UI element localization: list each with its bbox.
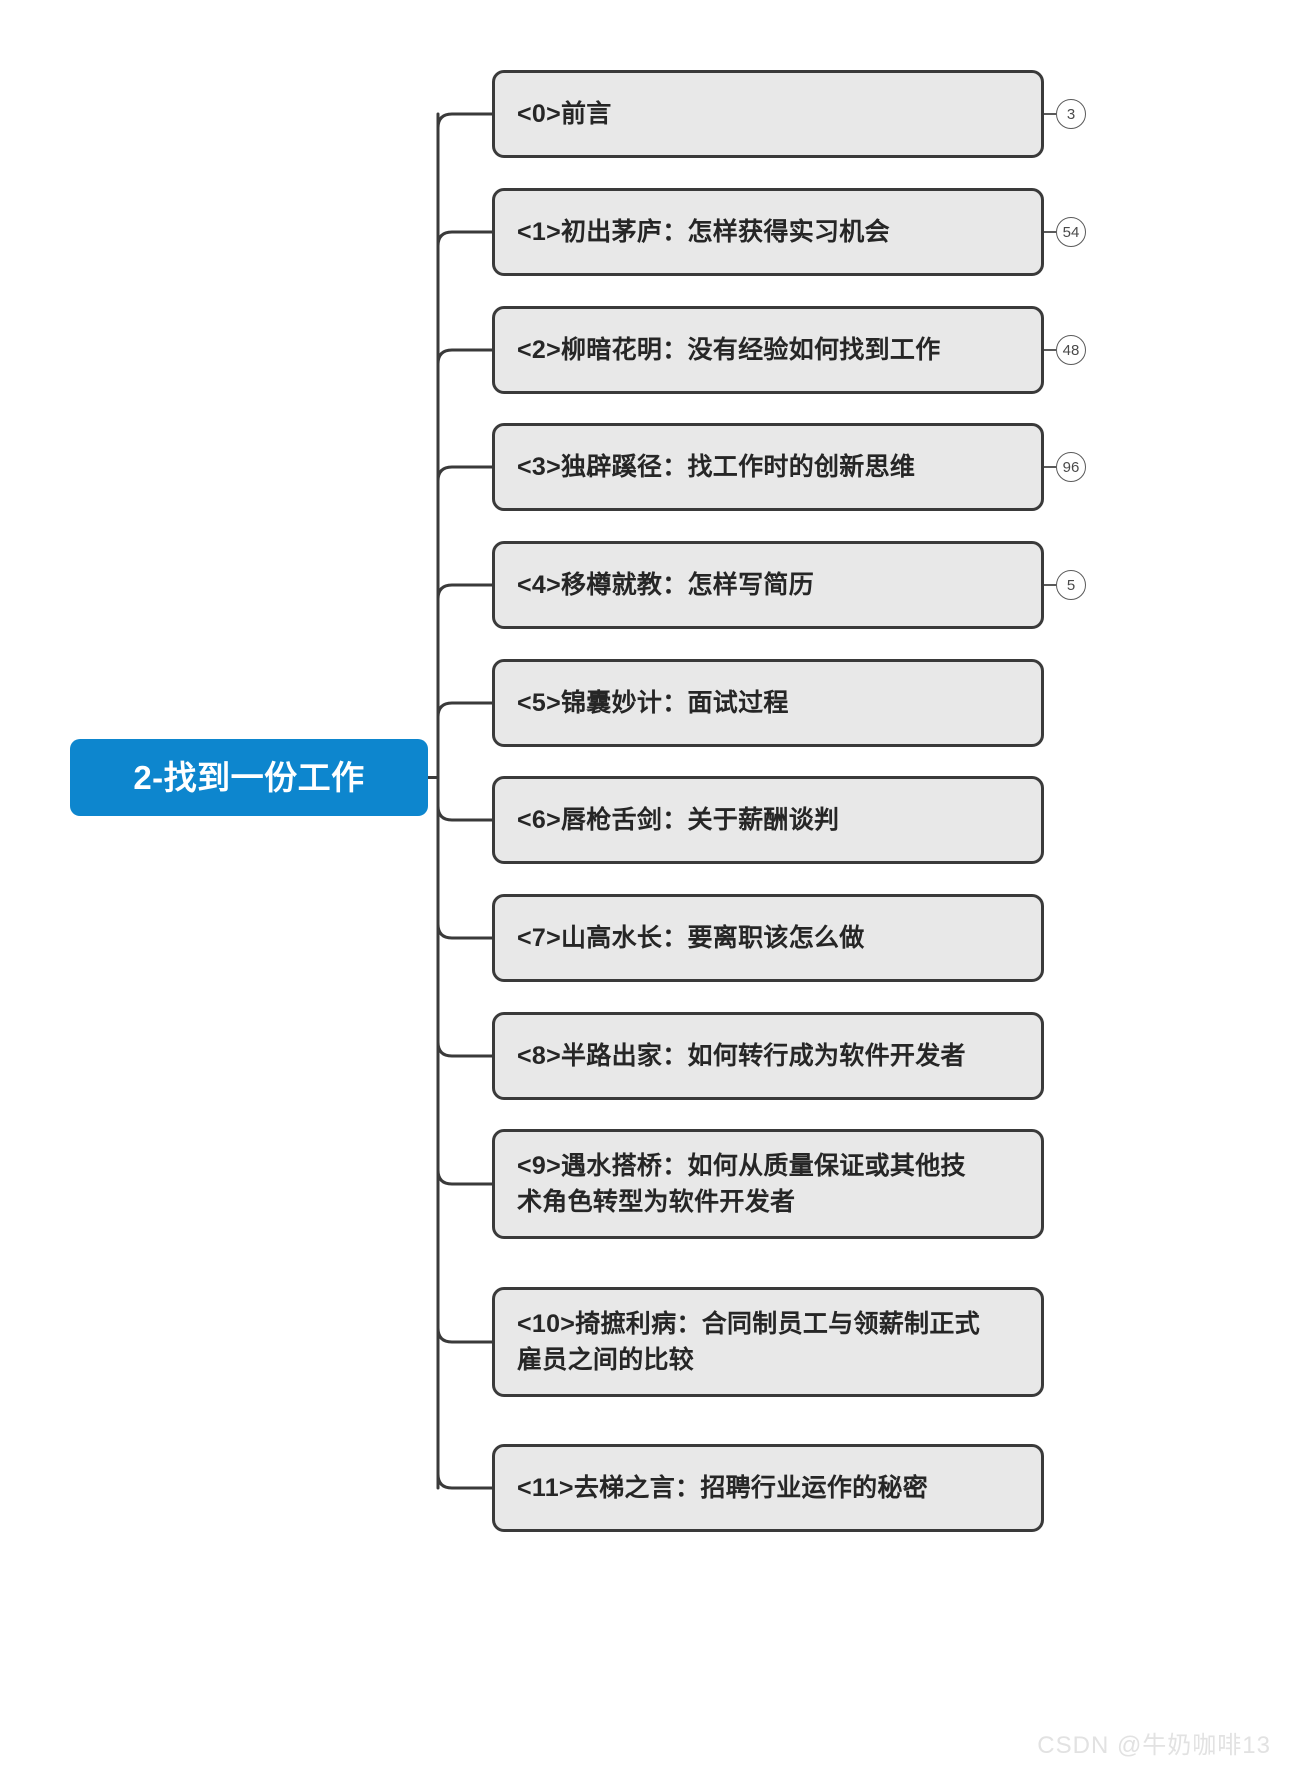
mindmap-node-0[interactable]: <0>前言 [492,70,1044,158]
mindmap-node-label: <5>锦囊妙计：面试过程 [517,688,789,717]
mindmap-node-label: <10>掎摭利病：合同制员工与领薪制正式 雇员之间的比较 [517,1309,981,1374]
node-count-badge-2[interactable]: 48 [1056,335,1086,365]
branch-line-7 [436,922,494,940]
mindmap-node-label: <8>半路出家：如何转行成为软件开发者 [517,1041,966,1070]
mindmap-node-label: <9>遇水搭桥：如何从质量保证或其他技 术角色转型为软件开发者 [517,1151,966,1216]
branch-line-11 [436,1472,494,1490]
badge-connector-4 [1044,584,1056,586]
branch-line-10 [436,1326,494,1344]
branch-line-9 [436,1168,494,1186]
badge-connector-3 [1044,466,1056,468]
node-count-badge-0[interactable]: 3 [1056,99,1086,129]
branch-line-2 [436,348,494,366]
mindmap-node-9[interactable]: <9>遇水搭桥：如何从质量保证或其他技 术角色转型为软件开发者 [492,1129,1044,1239]
mindmap-node-label: <1>初出茅庐：怎样获得实习机会 [517,217,890,246]
mindmap-node-label: <11>去梯之言：招聘行业运作的秘密 [517,1473,929,1502]
mindmap-node-5[interactable]: <5>锦囊妙计：面试过程 [492,659,1044,747]
mindmap-node-label: <6>唇枪舌剑：关于薪酬谈判 [517,805,840,834]
badge-connector-0 [1044,113,1056,115]
mindmap-node-label: <0>前言 [517,99,612,128]
branch-line-8 [436,1040,494,1058]
mindmap-node-label: <4>移樽就教：怎样写简历 [517,570,815,599]
branch-line-5 [436,701,494,719]
badge-connector-2 [1044,349,1056,351]
mindmap-node-6[interactable]: <6>唇枪舌剑：关于薪酬谈判 [492,776,1044,864]
branch-line-1 [436,230,494,248]
mindmap-node-1[interactable]: <1>初出茅庐：怎样获得实习机会 [492,188,1044,276]
mindmap-node-7[interactable]: <7>山高水长：要离职该怎么做 [492,894,1044,982]
node-count-badge-3[interactable]: 96 [1056,452,1086,482]
badge-connector-1 [1044,231,1056,233]
watermark: CSDN @牛奶咖啡13 [1037,1732,1271,1759]
mindmap-node-2[interactable]: <2>柳暗花明：没有经验如何找到工作 [492,306,1044,394]
branch-line-6 [436,804,494,822]
mindmap-node-4[interactable]: <4>移樽就教：怎样写简历 [492,541,1044,629]
mindmap-node-3[interactable]: <3>独辟蹊径：找工作时的创新思维 [492,423,1044,511]
branch-line-0 [436,112,494,130]
root-node[interactable]: 2-找到一份工作 [70,739,428,816]
mindmap-node-10[interactable]: <10>掎摭利病：合同制员工与领薪制正式 雇员之间的比较 [492,1287,1044,1397]
branch-line-3 [436,465,494,483]
mindmap-node-8[interactable]: <8>半路出家：如何转行成为软件开发者 [492,1012,1044,1100]
mindmap-node-label: <3>独辟蹊径：找工作时的创新思维 [517,452,916,481]
root-node-label: 2-找到一份工作 [133,759,365,796]
node-count-badge-4[interactable]: 5 [1056,570,1086,600]
node-count-badge-1[interactable]: 54 [1056,217,1086,247]
branch-line-4 [436,583,494,601]
mindmap-node-label: <7>山高水长：要离职该怎么做 [517,923,865,952]
mindmap-node-11[interactable]: <11>去梯之言：招聘行业运作的秘密 [492,1444,1044,1532]
mindmap-node-label: <2>柳暗花明：没有经验如何找到工作 [517,335,941,364]
